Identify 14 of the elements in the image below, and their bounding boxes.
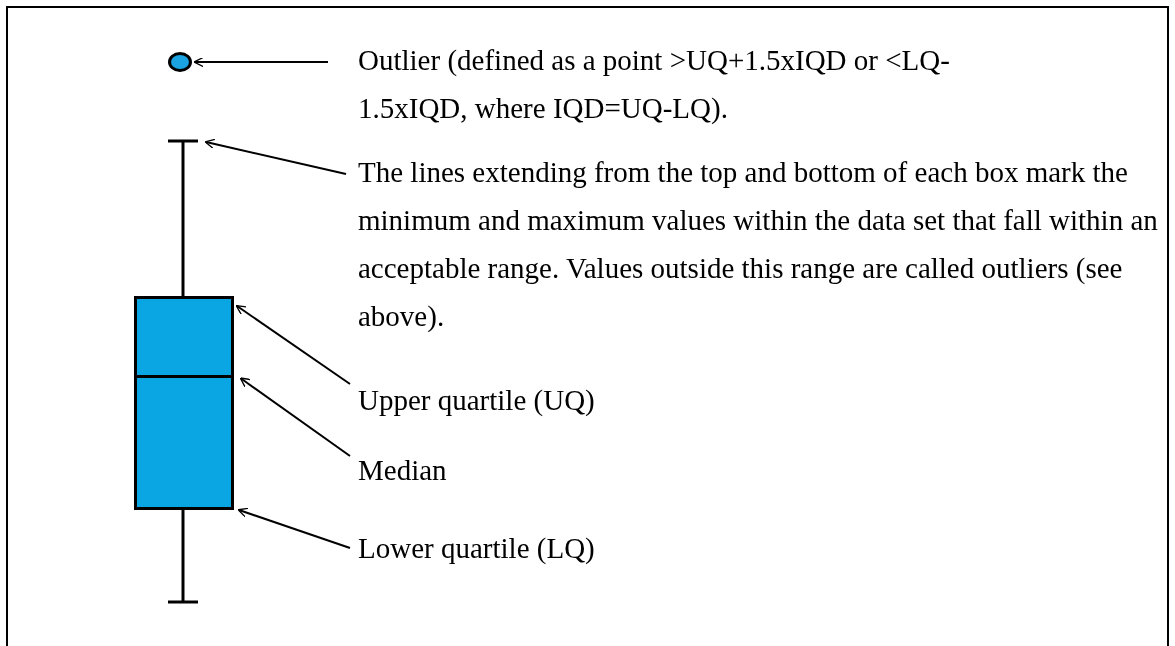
- annotation-text: Median: [358, 446, 478, 494]
- leader-arrow: [204, 138, 347, 175]
- leader-arrow: [239, 377, 351, 457]
- annotation-text: Lower quartile (LQ): [358, 524, 658, 572]
- leader-arrow: [193, 56, 329, 68]
- whisker-line: [166, 138, 200, 298]
- leader-arrow: [237, 507, 351, 549]
- annotation-text: Outlier (defined as a point >UQ+1.5xIQD or <LQ-1.5xIQD, where IQD=UQ-LQ).: [358, 36, 968, 132]
- median-line: [137, 375, 231, 378]
- leader-arrow: [235, 304, 351, 385]
- outlier-point: [168, 52, 192, 72]
- annotation-text: The lines extending from the top and bottom of each box mark the minimum and maximum values within the data set that fall within an acceptable range. Values outside this range are called outliers (see above).: [358, 148, 1173, 340]
- annotation-text: Upper quartile (UQ): [358, 376, 658, 424]
- box-plot-box: [134, 296, 234, 510]
